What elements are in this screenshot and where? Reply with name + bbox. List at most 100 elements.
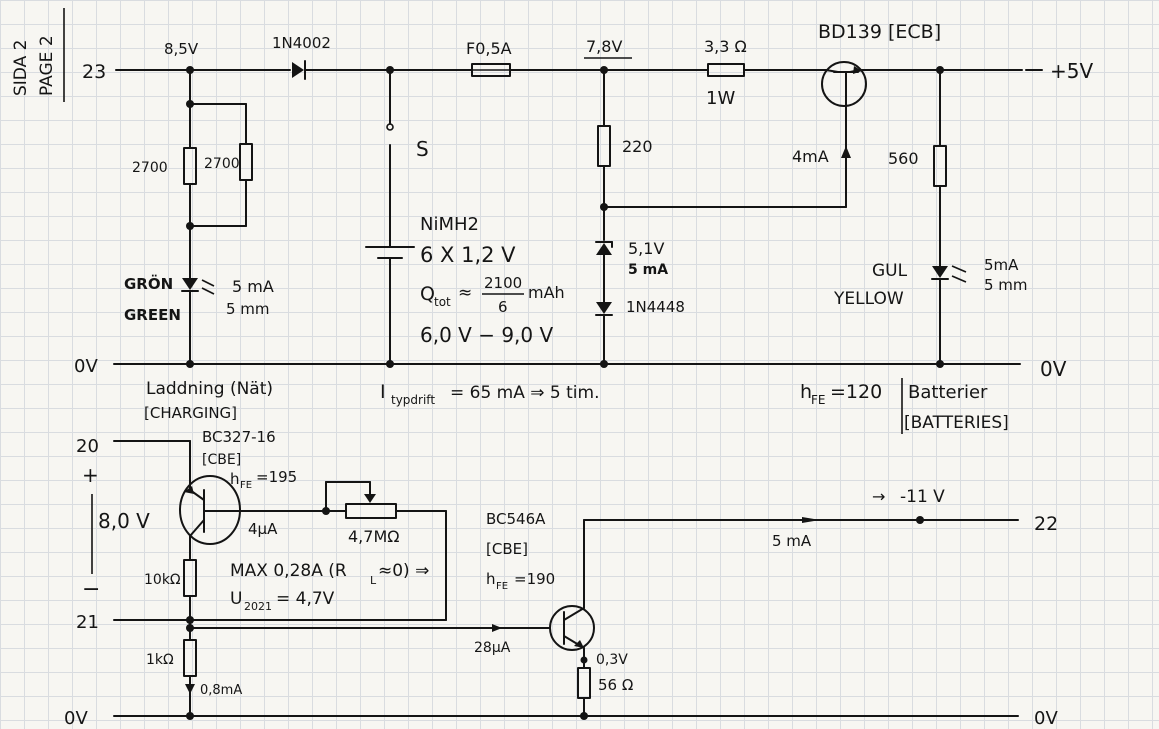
output-arrow: →	[872, 487, 885, 506]
u2021-value: = 4,7V	[276, 589, 335, 609]
ground-rail-upper: 0V 0V	[74, 356, 1067, 381]
voltage-8v5: 8,5V	[164, 40, 199, 58]
battery-q-num: 2100	[484, 274, 522, 292]
i-typdrift-prefix: I	[380, 381, 386, 403]
switch-s	[386, 123, 394, 131]
page-marker: SIDA 2 PAGE 2	[11, 8, 65, 102]
ground-rail-lower: 0V 0V	[64, 708, 1058, 729]
charging-voltage: 8,0 V	[98, 509, 150, 533]
pot-label: 4,7MΩ	[348, 527, 399, 546]
r2700-b-label: 2700	[204, 156, 240, 172]
transistor-bd139	[821, 61, 867, 146]
hfe-bd139-sub: FE	[811, 393, 825, 407]
u2021-prefix: U	[230, 589, 242, 609]
battery-q-unit: mAh	[528, 283, 565, 302]
hfe-bd139-prefix: h	[800, 381, 812, 403]
led-green-size: 5 mm	[226, 300, 270, 318]
resistor-56	[577, 667, 591, 699]
max-current-sub: L	[370, 574, 377, 587]
switch-label: S	[416, 137, 429, 161]
bc327-base-current: 4μA	[248, 520, 278, 538]
transistor-bc546	[549, 605, 595, 651]
batteries-en: [BATTERIES]	[904, 413, 1009, 433]
resistor-560	[933, 145, 947, 187]
diode-label: 1N4002	[272, 34, 331, 52]
notes: I typdrift = 65 mA ⇒ 5 tim. h FE =120 Ba…	[380, 378, 1009, 434]
battery-q-den: 6	[498, 298, 508, 316]
r10k-label: 10kΩ	[144, 572, 181, 588]
transistor-bc327	[179, 475, 327, 545]
battery-q: Q	[420, 283, 435, 305]
switch-battery-branch: S NiMH2 6 X 1,2 V Q tot ≈ 2100 6 mAh 6,0…	[365, 69, 565, 365]
led-yellow-label-sv: GUL	[872, 261, 908, 281]
resistor-3r3-power: 1W	[706, 88, 735, 109]
top-rail: 23 +5V 8,5V 1N400	[82, 21, 1093, 146]
green-led-branch: 2700 2700 GRÖN GREEN 5 mA 5 mm	[124, 69, 274, 365]
led-yellow-label-en: YELLOW	[833, 289, 904, 309]
terminal-0v-left: 0V	[74, 356, 98, 377]
i-typdrift-text: = 65 mA ⇒ 5 tim.	[450, 383, 600, 403]
bd139-label: BD139 [ECB]	[818, 21, 941, 43]
polarity-minus: −	[82, 577, 100, 602]
diode-1n4002	[292, 60, 306, 80]
i-typdrift-sub: typdrift	[391, 393, 435, 407]
bc327-hfe-sub: FE	[240, 480, 252, 491]
terminal-0v-bottom-right: 0V	[1034, 708, 1058, 729]
bc327-hfe-prefix: h	[230, 470, 240, 488]
terminal-22: 22	[1034, 513, 1058, 535]
led-yellow-current: 5mA	[984, 256, 1019, 274]
output-voltage: -11 V	[900, 487, 945, 507]
terminal-23: 23	[82, 61, 106, 83]
battery-q-approx: ≈	[458, 283, 472, 303]
fuse-label: F0,5A	[466, 39, 512, 58]
polarity-plus: +	[82, 463, 99, 487]
voltage-7v8: 7,8V	[586, 37, 622, 56]
bc546-label: BC546A	[486, 510, 546, 528]
led-green-current: 5 mA	[232, 277, 274, 296]
bc327-label: BC327-16	[202, 428, 276, 446]
bc546-hfe-prefix: h	[486, 570, 496, 588]
emitter-voltage: 0,3V	[596, 652, 628, 668]
charging-title-sv: Laddning (Nät)	[146, 379, 273, 399]
led-yellow-size: 5 mm	[984, 276, 1028, 294]
page-label-sv: SIDA 2	[11, 40, 31, 96]
resistor-220	[597, 125, 611, 167]
resistor-3r3-label: 3,3 Ω	[704, 37, 747, 56]
u2021-sub: 2021	[244, 600, 272, 613]
bc327-hfe-value: =195	[256, 468, 297, 486]
battery-range: 6,0 V − 9,0 V	[420, 323, 553, 347]
r560-label: 560	[888, 149, 919, 168]
bc327-pinout: [CBE]	[202, 452, 241, 468]
resistor-2700-a	[183, 147, 197, 185]
max-current-b: ≈0) ⇒	[378, 561, 429, 581]
diode-1n4448-label: 1N4448	[626, 298, 685, 316]
zener-diode	[595, 241, 613, 255]
max-current-a: MAX 0,28A (R	[230, 561, 347, 581]
bc546-pinout: [CBE]	[486, 540, 528, 558]
bc546-hfe-value: =190	[514, 570, 555, 588]
charging-section: Laddning (Nät) [CHARGING] BC327-16 [CBE]…	[76, 379, 551, 717]
battery-q-sub: tot	[434, 295, 451, 309]
r220-label: 220	[622, 137, 653, 156]
bd139-base-current: 4mA	[792, 147, 829, 166]
regulator-branch: 220 5,1V 5 mA 1N4448 4mA	[595, 69, 851, 365]
terminal-21: 21	[76, 612, 99, 633]
batteries-sv: Batterier	[908, 382, 988, 403]
battery-cells: 6 X 1,2 V	[420, 243, 516, 267]
resistor-1k	[183, 639, 197, 677]
led-green-label-sv: GRÖN	[124, 274, 173, 293]
output-stage: BC546A [CBE] h FE =190 5 mA → -11 V 22 0…	[486, 487, 1058, 717]
bc546-collector-current: 5 mA	[772, 532, 812, 550]
hfe-bd139-value: =120	[830, 381, 882, 403]
led-yellow	[931, 265, 967, 283]
yellow-led-branch: 560 GUL YELLOW 5mA 5 mm	[833, 69, 1028, 365]
r2700-a-label: 2700	[132, 160, 168, 176]
terminal-0v-bottom-left: 0V	[64, 708, 88, 729]
resistor-10k	[183, 559, 197, 597]
r56-label: 56 Ω	[598, 676, 633, 694]
zener-current: 5 mA	[628, 262, 668, 278]
potentiometer-4m7	[325, 481, 447, 621]
charging-title-en: [CHARGING]	[144, 404, 237, 422]
terminal-0v-right: 0V	[1040, 357, 1067, 381]
